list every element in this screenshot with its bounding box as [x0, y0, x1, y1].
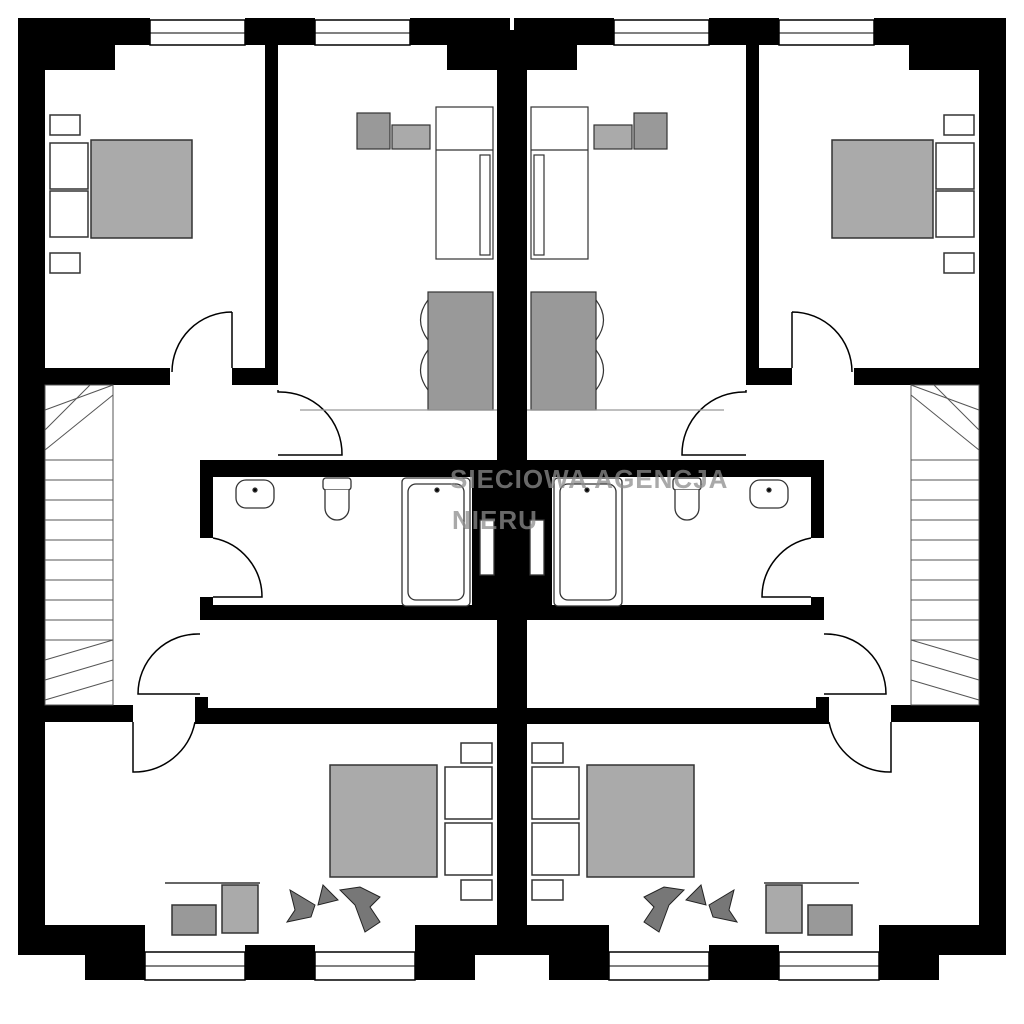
watermark-line2: NIERU — [452, 505, 538, 535]
right-unit — [511, 17, 1007, 981]
watermark-line1: SIECIOWA AGENCJA — [450, 464, 729, 494]
left-unit — [17, 17, 513, 981]
